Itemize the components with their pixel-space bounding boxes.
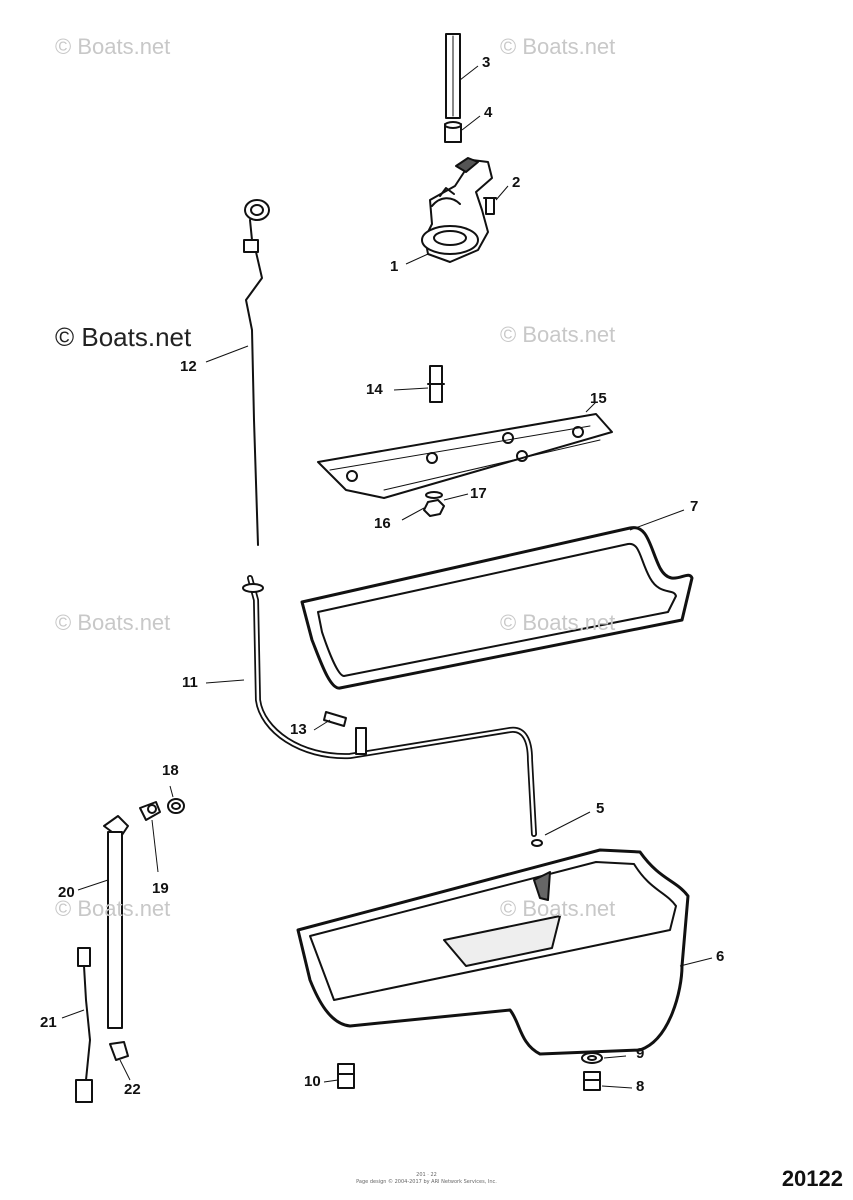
callout-3: 3 <box>482 54 491 71</box>
part-14-stud <box>427 365 445 403</box>
callout-21: 21 <box>40 1014 57 1031</box>
part-3-shaft <box>445 33 461 119</box>
callout-19: 19 <box>152 880 169 897</box>
watermark: © Boats.net <box>55 34 171 59</box>
part-2-bolt <box>483 197 497 215</box>
callout-2: 2 <box>512 174 521 191</box>
part-6-oil-pan <box>296 848 690 1056</box>
footer-line1: 201 · 22 <box>416 1172 437 1178</box>
callout-22: 22 <box>124 1081 141 1098</box>
callout-4: 4 <box>484 104 493 121</box>
part-16-nut <box>423 499 445 517</box>
part-13-bolt <box>323 711 347 727</box>
callout-13: 13 <box>290 721 307 738</box>
footer-line2: Page design © 2004-2017 by ARI Network S… <box>356 1179 497 1185</box>
part-9-washer <box>581 1052 603 1064</box>
callout-20: 20 <box>58 884 75 901</box>
part-18-seal <box>167 798 185 814</box>
watermark: © Boats.net <box>55 896 171 921</box>
callout-8: 8 <box>636 1078 645 1095</box>
part-21-sender <box>75 947 93 1103</box>
callout-10: 10 <box>304 1073 321 1090</box>
part-1-oil-pump <box>421 157 493 263</box>
callout-5: 5 <box>596 800 605 817</box>
part-10-bolt <box>337 1063 355 1089</box>
callout-6: 6 <box>716 948 725 965</box>
watermark-dark: © Boats.net <box>55 322 192 352</box>
part-15-windage-tray <box>317 413 613 499</box>
watermark: © Boats.net <box>55 610 171 635</box>
part-4-sleeve <box>444 121 462 143</box>
part-22-clip <box>109 1041 129 1061</box>
callout-9: 9 <box>636 1045 645 1062</box>
part-19-fitting <box>139 801 161 821</box>
part-5-o-ring <box>531 839 543 847</box>
callout-11: 11 <box>182 674 198 691</box>
part-7-gasket <box>300 526 694 690</box>
watermark: © Boats.net <box>500 34 616 59</box>
callout-7: 7 <box>690 498 699 515</box>
watermark: © Boats.net <box>500 896 616 921</box>
callout-15: 15 <box>590 390 607 407</box>
callout-12: 12 <box>180 358 197 375</box>
callout-1: 1 <box>390 258 399 275</box>
leader-lines <box>61 65 713 1089</box>
part-17-washer <box>425 491 443 499</box>
part-12-dipstick <box>243 199 270 546</box>
part-20-dipstick-tube <box>103 815 129 1029</box>
diagram-id: 20122 <box>781 1166 843 1191</box>
callout-16: 16 <box>374 515 391 532</box>
callout-17: 17 <box>470 485 487 502</box>
callout-14: 14 <box>366 381 383 398</box>
part-8-drain-plug <box>583 1071 601 1091</box>
callout-18: 18 <box>162 762 179 779</box>
part-11-pickup-tube <box>242 575 537 837</box>
watermark: © Boats.net <box>500 610 616 635</box>
watermark: © Boats.net <box>500 322 616 347</box>
